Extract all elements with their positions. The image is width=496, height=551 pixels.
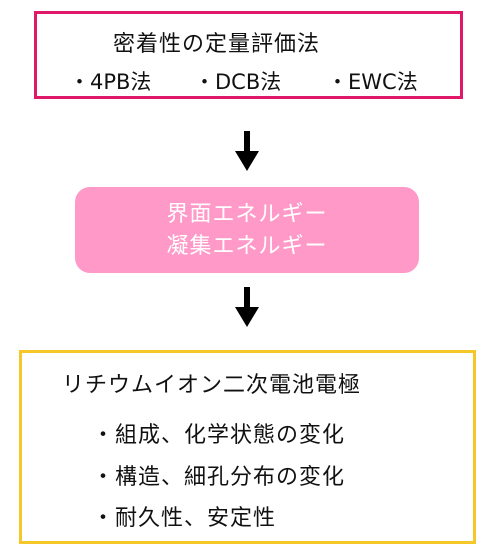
method-item-4pb: ・4PB法: [69, 66, 151, 96]
interface-energy-label: 界面エネルギー: [166, 202, 328, 227]
method-label: DCB法: [215, 70, 282, 94]
method-item-dcb: ・DCB法: [194, 66, 281, 96]
evaluation-methods-title: 密着性の定量評価法: [113, 32, 321, 57]
list-item-text: 構造、細孔分布の変化: [115, 465, 346, 490]
list-item: ・耐久性、安定性: [92, 500, 276, 532]
method-label: EWC法: [348, 70, 418, 94]
bullet: ・: [92, 506, 116, 531]
battery-electrode-box: リチウムイオン二次電池電極 ・ 組成、化学状態の変化 ・構造、細孔分布の変化 ・…: [19, 350, 476, 544]
bullet: ・: [327, 70, 348, 94]
down-arrow-icon: [235, 287, 259, 327]
evaluation-methods-box: 密着性の定量評価法 ・4PB法 ・DCB法 ・EWC法: [34, 11, 463, 99]
bullet: ・: [92, 423, 116, 448]
cohesive-energy-label: 凝集エネルギー: [166, 234, 328, 259]
bullet: ・: [92, 465, 116, 490]
list-item: ・構造、細孔分布の変化: [92, 459, 345, 491]
method-item-ewc: ・EWC法: [327, 66, 418, 96]
down-arrow-icon: [235, 131, 259, 171]
bullet: ・: [194, 70, 215, 94]
method-label: 4PB法: [90, 70, 152, 94]
bullet: ・: [69, 70, 90, 94]
list-item-text: 組成、化学状態の変化: [115, 423, 346, 448]
battery-electrode-title: リチウムイオン二次電池電極: [62, 373, 362, 398]
list-item: ・ 組成、化学状態の変化: [92, 417, 345, 449]
list-item-text: 耐久性、安定性: [115, 506, 277, 531]
energy-box: 界面エネルギー 凝集エネルギー: [75, 187, 419, 273]
